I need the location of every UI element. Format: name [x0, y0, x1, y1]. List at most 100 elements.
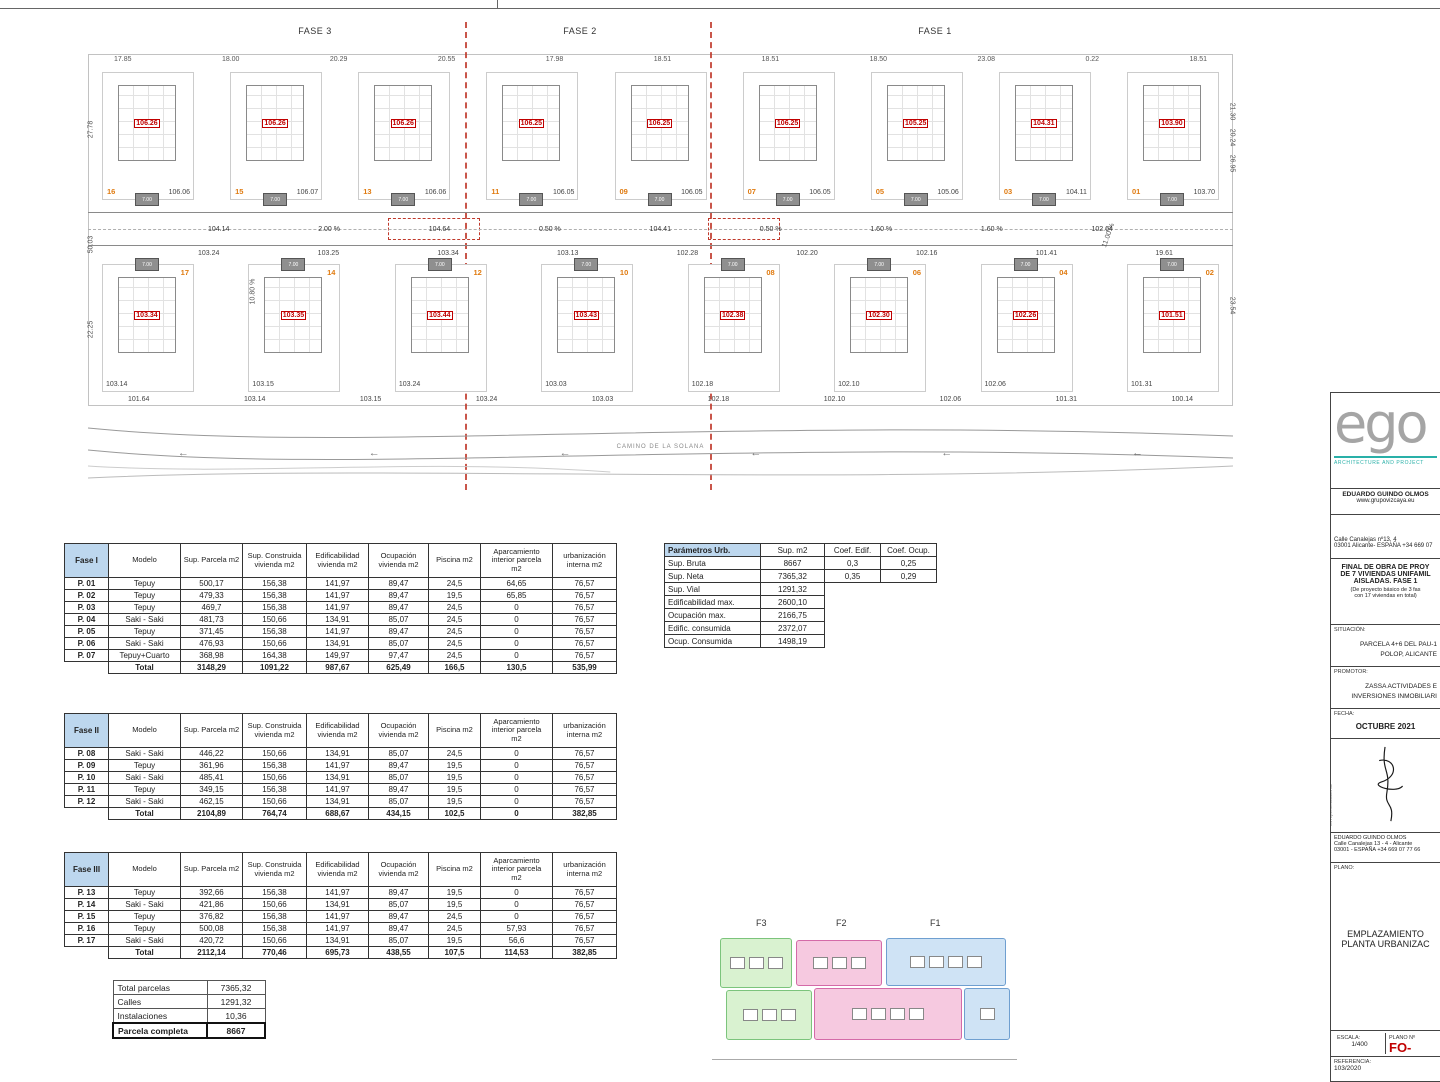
cell-urbanizacion: 76,57 [552, 759, 617, 772]
ground-level-label: 102.18 [691, 381, 714, 388]
row-label-cell: P. 05 [64, 625, 109, 638]
param-coef-edif: 0,35 [824, 569, 881, 583]
plan-boundary [88, 54, 1233, 406]
cell-edificabilidad: 141,97 [306, 589, 369, 602]
house-level-label: 106.25 [518, 118, 545, 128]
cell-aparcamiento: 0 [480, 795, 553, 808]
cell-construida: 150,66 [242, 771, 307, 784]
row-label-cell: P. 11 [64, 783, 109, 796]
cell-modelo: Total [108, 807, 181, 820]
level-label: 103.13 [557, 250, 579, 257]
driveway: 7.00 [647, 193, 672, 206]
cell-ocupacion: 85,07 [368, 795, 429, 808]
cell-ocupacion: 85,07 [368, 613, 429, 626]
row-label-cell: P. 04 [64, 613, 109, 626]
project-title-line: DE 7 VIVIENDAS UNIFAMIL [1340, 571, 1431, 578]
params-title-cell: Parámetros Urb. [664, 543, 761, 557]
cell-ocupacion: 85,07 [368, 771, 429, 784]
param-coef-edif: 0,3 [824, 556, 881, 570]
cell-edificabilidad: 134,91 [306, 637, 369, 650]
param-coef-ocup [881, 622, 937, 635]
column-header-cell: Sup. Parcela m2 [180, 713, 243, 748]
row-label-cell: P. 16 [64, 922, 109, 935]
cell-edificabilidad: 141,97 [306, 910, 369, 923]
table-row: P. 15 Tepuy 376,82 156,38 141,97 89,47 2… [64, 910, 617, 923]
project-title-section: FINAL DE OBRA DE PROY DE 7 VIVIENDAS UNI… [1331, 559, 1440, 625]
cell-aparcamiento: 0 [480, 807, 553, 820]
signer-name: EDUARDO GUINDO OLMOS [1334, 835, 1407, 841]
row-label-cell: P. 09 [64, 759, 109, 772]
house-outline: 103.90 [1143, 85, 1201, 161]
author-name: EDUARDO GUINDO OLMOS [1342, 491, 1429, 498]
level-label: 102.06 [939, 396, 962, 403]
level-label: 101.41 [1035, 250, 1058, 257]
cell-piscina: 19,5 [428, 589, 481, 602]
row-label-cell: P. 15 [64, 910, 109, 923]
flow-arrow-icon: ← [941, 447, 953, 459]
cell-urbanizacion: 76,57 [552, 922, 617, 935]
cell-parcela: 481,73 [180, 613, 243, 626]
cell-modelo: Tepuy [108, 577, 181, 590]
cell-modelo: Saki - Saki [108, 637, 181, 650]
cell-ocupacion: 438,55 [368, 946, 429, 959]
level-label: 103.24 [475, 396, 498, 403]
param-label: Ocupación max. [664, 608, 761, 622]
column-header-cell: Aparcamiento interior parcela m2 [480, 543, 553, 578]
cell-aparcamiento: 64,65 [480, 577, 553, 590]
dimension-label: 18.51 [761, 56, 780, 63]
house-outline: 106.26 [374, 85, 433, 161]
params-row: Sup. Neta 7365,32 0,35 0,29 [664, 569, 937, 583]
signer-address: 03001 - ESPAÑA +34 669 07 77 66 [1334, 847, 1421, 853]
param-sup: 2166,75 [760, 608, 825, 622]
cell-aparcamiento: 0 [480, 649, 553, 662]
cell-construida: 150,66 [242, 637, 307, 650]
cell-piscina: 19,5 [428, 886, 481, 899]
parcel-area-label: 106.05 [552, 189, 575, 196]
scale-number-section: ESCALA: 1/400 PLANO Nº FO- [1331, 1031, 1440, 1057]
signature-scribble [1377, 746, 1403, 822]
cell-construida: 156,38 [242, 589, 307, 602]
level-label: 101.31 [1055, 396, 1078, 403]
mini-house [729, 957, 745, 969]
cell-ocupacion: 89,47 [368, 625, 429, 638]
cell-ocupacion: 85,07 [368, 747, 429, 760]
phase-key-label-f3: F3 [756, 918, 767, 928]
cell-construida: 156,38 [242, 577, 307, 590]
cell-ocupacion: 89,47 [368, 759, 429, 772]
driveway: 7.00 [135, 193, 159, 206]
mini-house [910, 956, 925, 968]
level-label: 19.61 [1155, 250, 1173, 257]
column-header-cell: urbanización interna m2 [552, 543, 617, 578]
logo-subtitle: ARCHITECTURE AND PROJECT [1334, 460, 1424, 466]
house-plot: 103.90 01 103.70 7.00 [1127, 72, 1219, 206]
flow-arrow-icon: ← [750, 447, 762, 459]
cell-edificabilidad: 141,97 [306, 759, 369, 772]
author-website: www.grupovizcaya.eu [1356, 498, 1415, 504]
dimension-label: 20.29 [329, 56, 348, 63]
house-plot: 103.34 17 103.14 7.00 [102, 258, 194, 392]
cell-construida: 164,38 [242, 649, 307, 662]
cell-piscina: 19,5 [428, 783, 481, 796]
driveway: 7.00 [1159, 258, 1184, 271]
road-name-label: CAMINO DE LA SOLANA [616, 444, 705, 450]
house-outline: 106.25 [758, 85, 817, 161]
referencia-label: REFERENCIA: [1334, 1059, 1371, 1065]
signature-address-section: EDUARDO GUINDO OLMOS Calle Canalejas 13 … [1331, 833, 1440, 863]
road-level-label: 0.50 % [538, 225, 561, 233]
house-outline: 103.35 [264, 277, 323, 353]
house-plot: 102.38 08 102.18 7.00 [687, 258, 780, 392]
mini-house [852, 1008, 867, 1020]
cell-modelo: Tepuy [108, 886, 181, 899]
mini-house [767, 957, 783, 969]
logo-section: ego ARCHITECTURE AND PROJECT [1331, 393, 1440, 489]
column-header-cell: Modelo [108, 852, 181, 887]
mini-house [831, 957, 847, 969]
params-row: Edificabilidad max. 2600,10 [664, 595, 937, 609]
project-note-line: con 17 viviendas en total) [1354, 593, 1417, 599]
params-header-cell: Coef. Edif. [824, 543, 881, 557]
cell-ocupacion: 89,47 [368, 922, 429, 935]
flow-arrow-icon: ← [368, 447, 380, 459]
cell-ocupacion: 89,47 [368, 886, 429, 899]
parcel-area-label: 106.05 [681, 189, 703, 196]
